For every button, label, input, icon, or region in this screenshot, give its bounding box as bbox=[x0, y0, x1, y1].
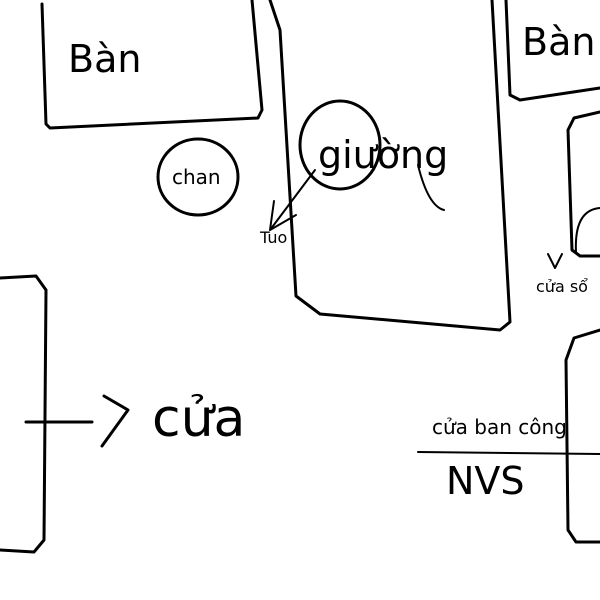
bed-outline bbox=[268, 0, 512, 332]
table-top-right: Bàn bbox=[504, 0, 600, 102]
balcony-bathroom-area: cửa ban công NVS bbox=[417, 328, 600, 544]
balcony-door-label: cửa ban công bbox=[432, 415, 567, 439]
pillow-circle bbox=[298, 99, 382, 191]
door-label: cửa bbox=[152, 389, 245, 449]
chair-label: chan bbox=[172, 165, 221, 189]
table-top-left-label: Bàn bbox=[68, 37, 141, 81]
window-area: cửa sổ bbox=[536, 110, 600, 296]
bed-label-tail bbox=[417, 164, 445, 211]
window-swing bbox=[574, 207, 600, 253]
window-arrow bbox=[547, 253, 563, 269]
bed: giường Tuo bbox=[259, 0, 512, 332]
table-top-right-label: Bàn bbox=[522, 20, 595, 64]
pillow-arrow-head bbox=[269, 200, 297, 231]
chair-outline bbox=[156, 137, 240, 217]
pillow-arrow-line bbox=[269, 169, 316, 231]
door-arrow bbox=[100, 394, 130, 448]
table-top-left: Bàn bbox=[40, 0, 264, 130]
bathroom-outline bbox=[564, 328, 600, 544]
door: cửa bbox=[0, 274, 245, 554]
wardrobe-outline bbox=[566, 110, 600, 258]
table-top-left-outline bbox=[40, 0, 264, 130]
bathroom-label: NVS bbox=[446, 459, 525, 503]
table-top-right-outline bbox=[504, 0, 600, 102]
chair: chan bbox=[156, 137, 240, 217]
balcony-line bbox=[417, 451, 600, 455]
bed-label: giường bbox=[318, 133, 448, 177]
window-label: cửa sổ bbox=[536, 277, 588, 296]
pillow-label: Tuo bbox=[259, 228, 287, 247]
door-frame bbox=[0, 274, 48, 554]
